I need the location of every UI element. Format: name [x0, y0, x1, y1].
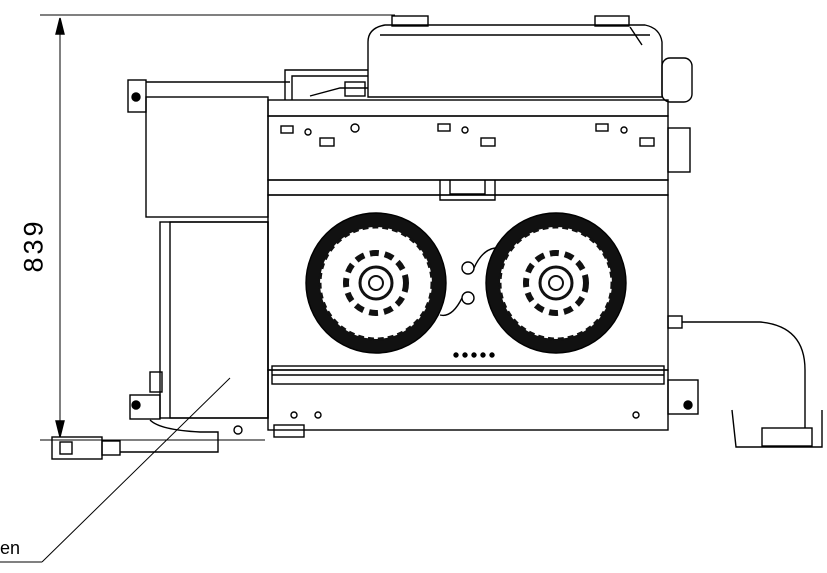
callout-leader	[0, 377, 231, 563]
latches	[280, 123, 655, 147]
fan-connectors	[439, 247, 496, 358]
lower-rail	[271, 365, 665, 438]
fan-left	[305, 212, 447, 354]
upper-left-box	[127, 79, 290, 218]
right-sensor	[667, 315, 823, 448]
top-tank	[367, 15, 693, 103]
dimension-text: 839	[18, 217, 49, 273]
right-bracket	[667, 379, 699, 415]
fan-right	[485, 212, 627, 354]
lower-left-box	[129, 221, 269, 420]
callout-label: en	[0, 538, 21, 558]
dimension-line	[40, 14, 395, 441]
left-connector	[51, 419, 243, 460]
pipework	[284, 69, 368, 100]
